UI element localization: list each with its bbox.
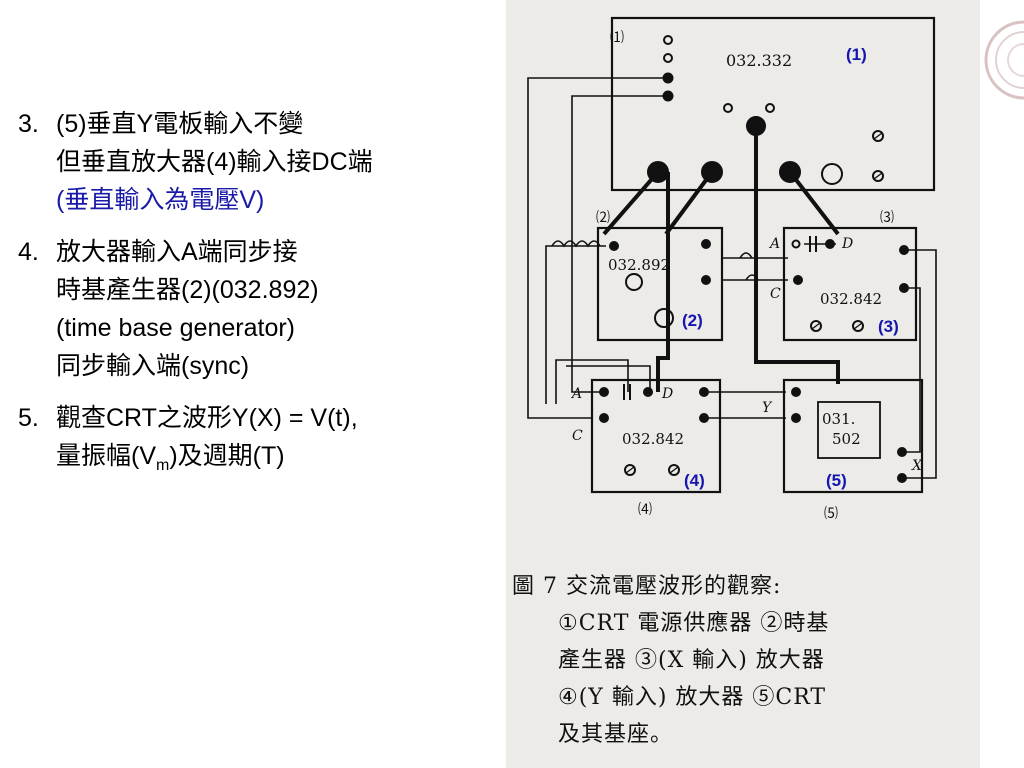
box-5-model-line2: 502 (832, 430, 861, 448)
box-2-terminals (609, 239, 711, 328)
box-2-tag: (2) (682, 311, 703, 330)
bullet-line: 但垂直放大器(4)輸入接DC端 (56, 148, 373, 176)
box-4-terminals (599, 384, 709, 476)
box-2-model: 032.892 (608, 256, 670, 274)
figure-caption: 圖 7 交流電壓波形的觀察: ①CRT 電源供應器 ②時基 產生器 ③(X 輸入… (512, 568, 978, 753)
box-3-terminal-d: D (841, 236, 853, 252)
circuit-figure: ⑴ 032.332 ⑵ 032.892 ⑶ A D C 032.842 A D … (506, 0, 980, 768)
caption-line: 產生器 ③(X 輸入) 放大器 (558, 648, 825, 673)
bullet-4: 4. 放大器輸入A端同步接 時基產生器(2)(032.892) (time ba… (18, 233, 498, 385)
box-1-mark: ⑴ (610, 30, 624, 46)
box-1-frame (610, 16, 936, 192)
box-1-tag: (1) (846, 45, 867, 64)
box-5-mark: ⑸ (824, 506, 838, 522)
box-1-terminals (647, 35, 884, 185)
box-3-mark: ⑶ (880, 210, 894, 226)
bullet-line-amplitude: 量振幅(Vm)及週期(T) (56, 442, 285, 474)
box-5-inner-frame (817, 401, 881, 459)
box-3-model: 032.842 (820, 290, 882, 308)
box-4-mark: ⑷ (638, 502, 652, 518)
university-seal-icon (984, 20, 1024, 100)
bullet-5: 5. 觀查CRT之波形Y(X) = V(t), 量振幅(Vm)及週期(T) (18, 399, 498, 475)
caption-line: 及其基座。 (558, 722, 674, 747)
box-5-tag: (5) (826, 471, 847, 490)
bullet-list: 3. (5)垂直Y電板輸入不變 但垂直放大器(4)輸入接DC端 (垂直輸入為電壓… (18, 105, 498, 489)
caption-line: ④(Y 輸入) 放大器 ⑤CRT (558, 685, 827, 710)
bullet-line: (time base generator) (56, 314, 296, 342)
box-4-model: 032.842 (622, 430, 684, 448)
box-3-frame (782, 226, 918, 342)
caption-line: 圖 7 交流電壓波形的觀察: (512, 574, 782, 599)
bullet-3: 3. (5)垂直Y電板輸入不變 但垂直放大器(4)輸入接DC端 (垂直輸入為電壓… (18, 105, 498, 219)
bullet-line: 放大器輸入A端同步接 (56, 238, 298, 266)
bullet-number: 5. (18, 404, 39, 432)
screw-slots (873, 132, 883, 180)
bullet-number: 3. (18, 110, 39, 138)
bullet-number: 4. (18, 238, 39, 266)
box-3-terminal-c: C (770, 286, 781, 302)
caption-line: ①CRT 電源供應器 ②時基 (558, 611, 830, 636)
bullet-line: 同步輸入端(sync) (56, 352, 250, 380)
box-4-tag: (4) (684, 471, 705, 490)
box-2-frame (596, 226, 724, 342)
box-4-terminal-a: A (570, 386, 582, 402)
box-5-model-line1: 031. (822, 410, 855, 428)
bullet-line-highlight: (垂直輸入為電壓V) (56, 186, 265, 214)
bullet-line: 時基產生器(2)(032.892) (56, 276, 319, 304)
box-3-terminal-a: A (768, 236, 780, 252)
box-3-terminals (791, 236, 909, 332)
box-5-terminal-x: X (911, 458, 923, 474)
box-2-mark: ⑵ (596, 210, 610, 226)
box-5-terminals (791, 387, 907, 483)
box-3-tag: (3) (878, 317, 899, 336)
circuit-diagram: ⑴ 032.332 ⑵ 032.892 ⑶ A D C 032.842 A D … (527, 16, 937, 522)
box-5-frame (782, 378, 924, 494)
box-5-terminal-y: Y (762, 400, 773, 416)
bullet-line: 觀查CRT之波形Y(X) = V(t), (56, 404, 358, 432)
box-1-model: 032.332 (726, 51, 792, 70)
bullet-line: (5)垂直Y電板輸入不變 (56, 110, 304, 138)
box-4-terminal-c: C (572, 428, 583, 444)
box-4-terminal-d: D (661, 386, 673, 402)
thick-wires (602, 128, 840, 392)
